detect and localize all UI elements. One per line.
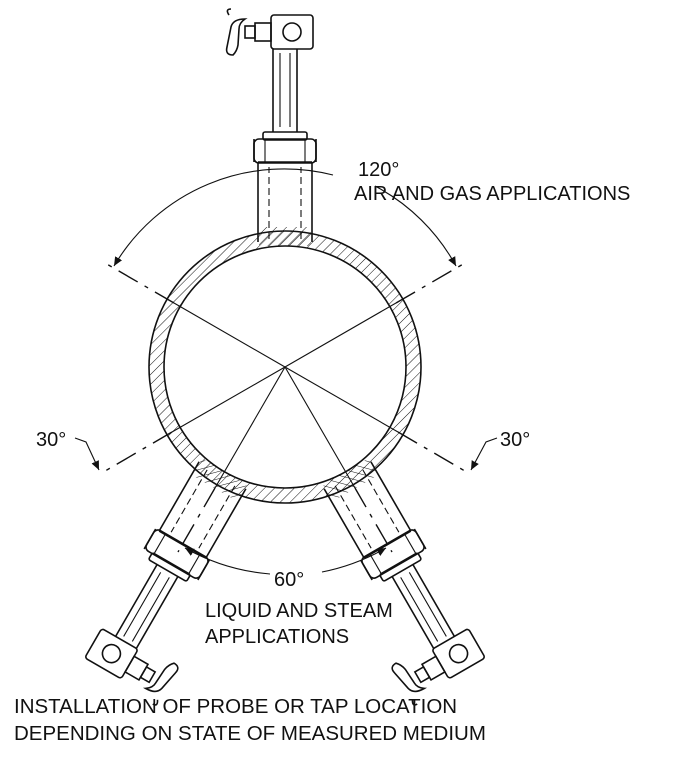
- caption-line1: INSTALLATION OF PROBE OR TAP LOCATION: [14, 695, 457, 718]
- caption-line2: DEPENDING ON STATE OF MEASURED MEDIUM: [14, 722, 486, 745]
- top-angle-label: 120°: [358, 159, 399, 181]
- angle-lines: [99, 262, 471, 553]
- bottom-angle-label: 60°: [274, 569, 304, 591]
- left-angle-label: 30°: [36, 429, 66, 451]
- bottom-application-label-line1: LIQUID AND STEAM: [205, 600, 393, 622]
- top-probe: [225, 8, 317, 247]
- right-angle-label: 30°: [500, 429, 530, 451]
- dimension-arcs: [74, 168, 498, 575]
- top-application-label: AIR AND GAS APPLICATIONS: [354, 183, 630, 205]
- bottom-application-label-line2: APPLICATIONS: [205, 626, 349, 648]
